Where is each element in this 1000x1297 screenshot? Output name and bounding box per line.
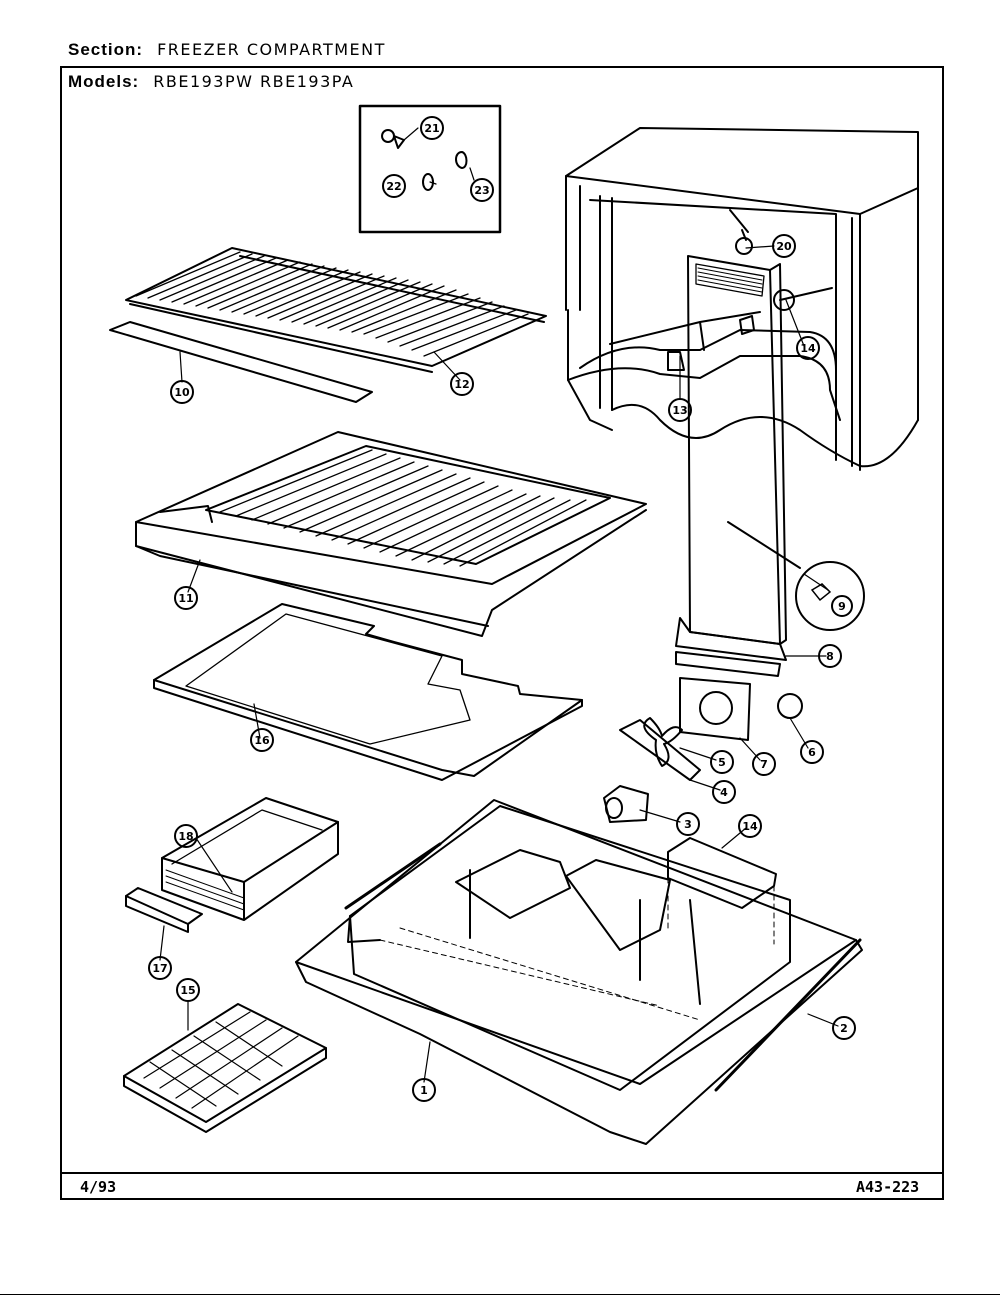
- callout-22: 22: [382, 174, 406, 198]
- callout-13: 13: [668, 398, 692, 422]
- section-label: Section:: [68, 40, 144, 59]
- footer-divider: [60, 1172, 944, 1174]
- callout-17: 17: [148, 956, 172, 980]
- part-4-motor-bracket: [619, 719, 701, 781]
- callout-14-top: 14: [796, 336, 820, 360]
- models-label: Models:: [68, 72, 140, 91]
- callout-12: 12: [450, 372, 474, 396]
- svg-text:8: 8: [826, 650, 834, 663]
- svg-text:6: 6: [808, 746, 816, 759]
- svg-text:7: 7: [760, 758, 768, 771]
- part-5-fan-blade: [643, 717, 683, 767]
- svg-text:15: 15: [180, 984, 195, 997]
- svg-text:3: 3: [684, 818, 692, 831]
- callout-3: 3: [676, 812, 700, 836]
- callout-23: 23: [470, 178, 494, 202]
- callout-9: 9: [795, 561, 865, 631]
- models-heading: Models: RBE193PW RBE193PA: [68, 72, 354, 92]
- callout-16: 16: [250, 728, 274, 752]
- footer-date: 4/93: [80, 1178, 117, 1196]
- diagram-frame: [60, 66, 944, 1200]
- svg-text:9: 9: [838, 600, 846, 613]
- part-17-handle: [125, 887, 203, 933]
- svg-text:22: 22: [386, 180, 401, 193]
- part-21-bulb: [381, 129, 405, 149]
- part-2-trim-strip: [344, 842, 862, 1092]
- svg-text:21: 21: [424, 122, 439, 135]
- callout-18: 18: [174, 824, 198, 848]
- svg-text:16: 16: [254, 734, 270, 747]
- svg-text:1: 1: [420, 1084, 428, 1097]
- part-18-ice-bucket: [161, 797, 339, 921]
- callout-11: 11: [174, 586, 198, 610]
- page-bottom-rule: [0, 1294, 1000, 1295]
- svg-text:17: 17: [152, 962, 167, 975]
- callout-14-duct: 14: [738, 814, 762, 838]
- svg-text:5: 5: [718, 756, 726, 769]
- svg-text:14: 14: [800, 342, 816, 355]
- svg-text:12: 12: [454, 378, 469, 391]
- footer-code: A43-223: [856, 1178, 920, 1196]
- svg-text:2: 2: [840, 1022, 848, 1035]
- svg-text:4: 4: [720, 786, 728, 799]
- part-8-evaporator-cover: [675, 255, 801, 677]
- part-7-fan-bracket: [679, 677, 751, 741]
- part-15-ice-tray: [123, 1003, 327, 1133]
- part-1-freezer-liner: [295, 799, 863, 1145]
- small-parts-inset: [358, 104, 502, 234]
- freezer-cabinet: [565, 127, 919, 471]
- callout-7: 7: [752, 752, 776, 776]
- part-3-fan-motor: [603, 785, 649, 823]
- part-10-shelf-cover: [153, 603, 583, 781]
- part-14-duct: [667, 837, 777, 945]
- svg-text:13: 13: [672, 404, 687, 417]
- callout-6: 6: [800, 740, 824, 764]
- callout-5: 5: [710, 750, 734, 774]
- section-value: FREEZER COMPARTMENT: [157, 40, 386, 59]
- callout-20: 20: [772, 234, 796, 258]
- svg-text:18: 18: [178, 830, 193, 843]
- callout-8: 8: [818, 644, 842, 668]
- part-11-shelf-assembly: [135, 431, 647, 637]
- callout-1: 1: [412, 1078, 436, 1102]
- callout-10-shelf-rail: 10: [170, 380, 194, 404]
- part-23-clip: [455, 151, 468, 169]
- part-12-wire-shelf: [109, 247, 547, 403]
- svg-text:11: 11: [178, 592, 193, 605]
- callout-2: 2: [832, 1016, 856, 1040]
- callout-4: 4: [712, 780, 736, 804]
- section-heading: Section: FREEZER COMPARTMENT: [68, 40, 386, 60]
- models-value: RBE193PW RBE193PA: [153, 72, 355, 91]
- callout-15: 15: [176, 978, 200, 1002]
- svg-text:20: 20: [776, 240, 792, 253]
- callout-21: 21: [420, 116, 444, 140]
- part-22-socket: [422, 173, 434, 191]
- svg-text:10: 10: [174, 386, 190, 399]
- part-6-grommet: [777, 693, 803, 719]
- svg-text:14: 14: [742, 820, 758, 833]
- svg-text:23: 23: [474, 184, 489, 197]
